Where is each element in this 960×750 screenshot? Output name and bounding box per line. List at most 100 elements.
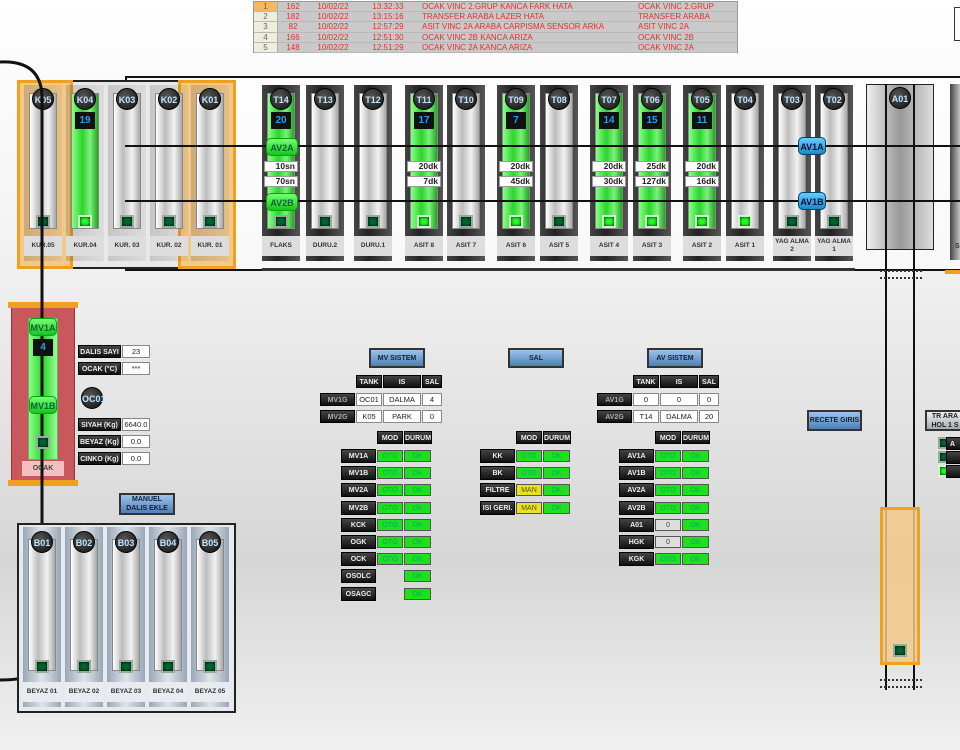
transfer-rail-right	[913, 84, 915, 690]
tank-tube	[545, 93, 573, 229]
recipe-entry-button[interactable]: RECETE GIRIS	[807, 410, 862, 431]
transfer-car-button[interactable]: TR ARA HOL 1 S	[925, 410, 960, 431]
tank-tube	[70, 539, 98, 671]
tank-label: KUR. 02	[150, 236, 188, 256]
mode-indicator[interactable]: OTO	[377, 484, 403, 497]
crane-av1b[interactable]: AV1B	[798, 192, 826, 210]
ocak-info-value: 0.0	[122, 452, 150, 465]
tank-tube	[359, 93, 387, 229]
crane-tank: 0	[633, 393, 659, 406]
tank-id-badge: T04	[734, 88, 756, 110]
mode-indicator[interactable]: OTO	[377, 553, 403, 566]
manual-dip-add-button[interactable]: MANUEL DALIS EKLE	[119, 493, 175, 515]
status-name: FILTRE	[480, 483, 515, 498]
oc01-badge: OC01	[81, 387, 106, 409]
status-name: AV1B	[619, 466, 654, 481]
mode-indicator[interactable]: OTO	[655, 553, 681, 566]
alarm-time: 13:15:16	[372, 12, 404, 22]
tank-id-badge: T14	[270, 88, 292, 110]
tank-label: DURU.1	[354, 236, 392, 256]
crane-av2a[interactable]: AV2A	[266, 138, 298, 156]
mode-indicator[interactable]: OTO	[377, 518, 403, 531]
mode-indicator[interactable]: OTO	[655, 501, 681, 514]
mode-indicator[interactable]: MAN	[516, 501, 542, 514]
tank-time-elapsed: 127dk	[635, 176, 669, 187]
tank-status-lamp	[162, 215, 176, 228]
mv-system-button[interactable]: MV SISTEM	[369, 348, 425, 368]
status-indicator: OK	[682, 518, 709, 531]
tank-tube	[196, 93, 224, 229]
ocak-info-label: DALIS SAYI	[78, 345, 121, 358]
tank-status-lamp	[417, 215, 431, 228]
mode-indicator[interactable]: OTO	[377, 467, 403, 480]
tank-label: ASIT 8	[405, 236, 443, 256]
mode-indicator[interactable]: 0	[655, 536, 681, 548]
tank-time-elapsed: 70sn	[264, 176, 298, 187]
status-indicator: OK	[682, 536, 709, 548]
header-mod: MOD	[655, 431, 681, 444]
mode-indicator[interactable]: OTO	[516, 467, 542, 480]
transfer-lamp-label: A	[946, 437, 960, 450]
right-partial-tank	[950, 84, 960, 260]
alarm-idx: 5	[254, 42, 278, 52]
header-sal: SAL	[422, 375, 442, 388]
crane-av2b[interactable]: AV2B	[266, 193, 298, 211]
mode-indicator[interactable]: OTO	[655, 467, 681, 480]
status-indicator: OK	[404, 570, 431, 583]
alarm-idx: 3	[254, 22, 278, 32]
mode-indicator[interactable]: MAN	[516, 484, 542, 497]
tank-tube	[112, 539, 140, 671]
av-system-button[interactable]: AV SISTEM	[647, 348, 703, 368]
mode-indicator[interactable]: OTO	[377, 450, 403, 462]
status-indicator: OK	[543, 450, 570, 462]
tank-time-set: 20dk	[407, 161, 441, 172]
crane-av1a[interactable]: AV1A	[798, 137, 826, 155]
mode-indicator[interactable]: OTO	[377, 536, 403, 548]
sal-button[interactable]: SAL	[508, 348, 564, 368]
alarm-date: 10/02/22	[317, 2, 349, 11]
mode-indicator[interactable]: 0	[655, 518, 681, 531]
mode-indicator[interactable]: OTO	[377, 501, 403, 514]
transfer-car[interactable]	[880, 507, 920, 665]
mode-indicator[interactable]: OTO	[655, 484, 681, 497]
tank-label: KUR.04	[66, 236, 104, 256]
crane-name: MV1G	[320, 393, 355, 406]
rail-stop-top	[880, 270, 922, 279]
crane-mv1a[interactable]: MV1A	[29, 318, 57, 336]
mode-indicator[interactable]: OTO	[655, 450, 681, 462]
mode-indicator[interactable]: OTO	[516, 450, 542, 462]
ocak-info-value: 0.0	[122, 435, 150, 448]
alarm-idx: 2	[254, 12, 278, 22]
header-is: IS	[660, 375, 698, 388]
crane-mv1b[interactable]: MV1B	[29, 396, 57, 414]
tank-status-lamp	[161, 660, 175, 673]
